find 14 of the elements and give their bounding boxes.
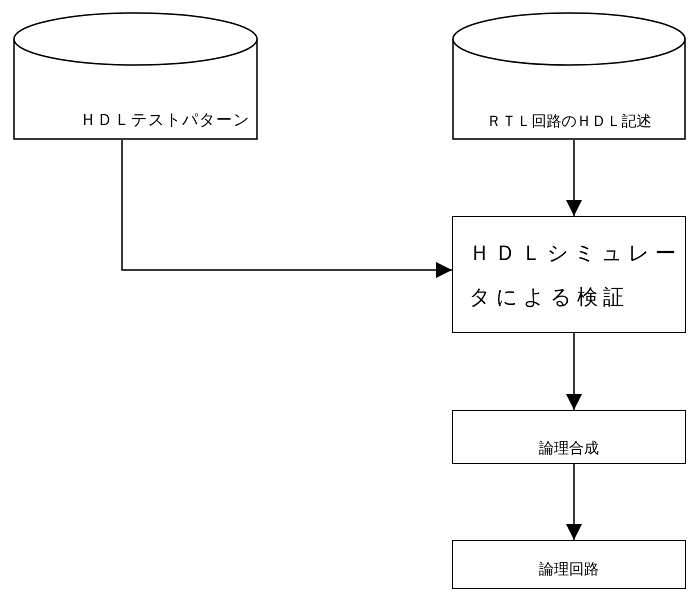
arrow [566,464,582,540]
arrow [566,333,582,410]
node-label: 論理合成 [539,438,599,458]
process-box [452,410,686,464]
database-cylinder [13,12,258,140]
process-box [452,540,686,589]
node-label: ＲＴＬ回路のＨＤＬ記述 [486,110,652,132]
node-label: 論理回路 [539,558,599,580]
process-box [452,216,686,333]
database-cylinder [452,12,686,140]
arrow [566,140,582,216]
node-label: ＨＤＬテストパターン [80,109,250,131]
node-label: ＨＤＬシミュレータによる検証 [469,240,681,310]
arrow [121,140,452,278]
